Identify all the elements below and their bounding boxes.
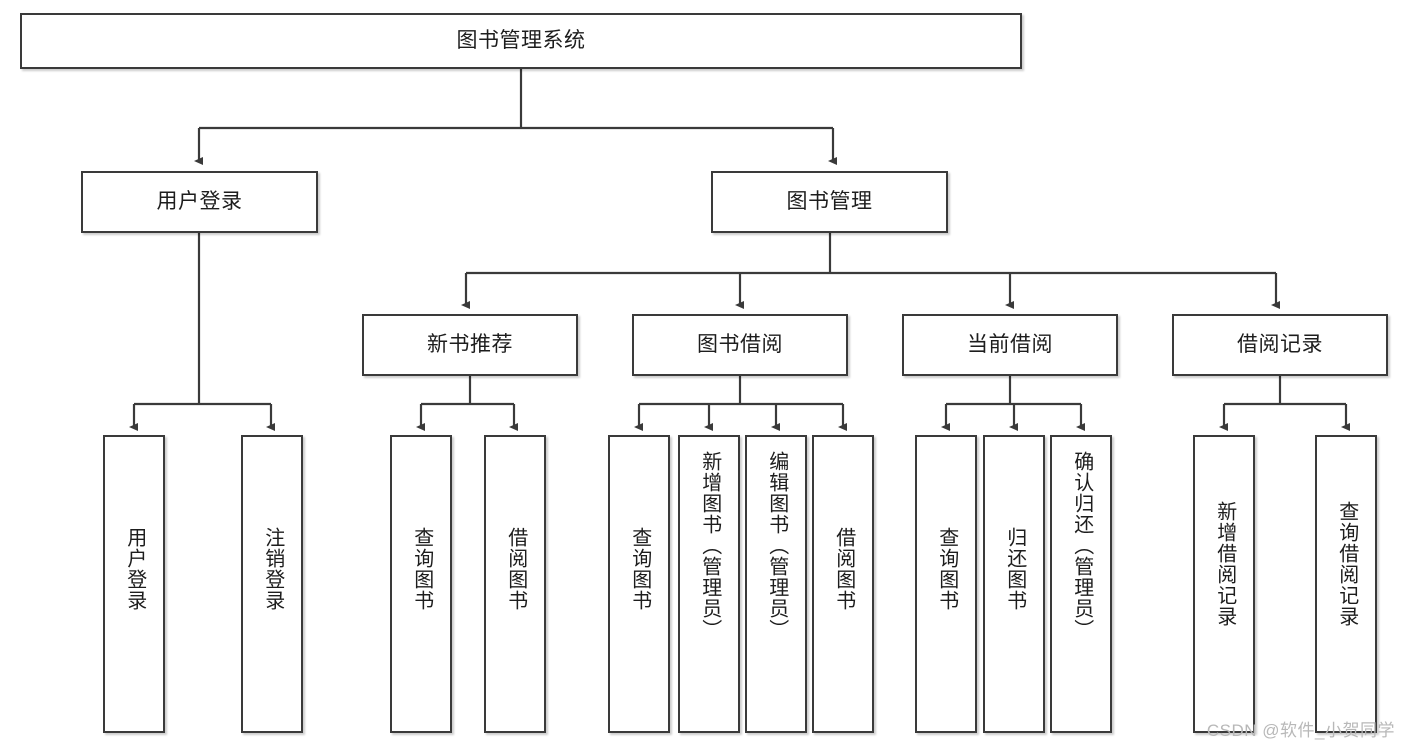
node-label: 图书借阅 <box>697 333 783 357</box>
leaf-query-book-recommend[interactable]: 查询图书 <box>390 435 452 733</box>
leaf-logout[interactable]: 注销登录 <box>241 435 303 733</box>
node-label: 图书管理系统 <box>456 29 586 53</box>
node-label: 确认归还（管理员） <box>1070 451 1093 640</box>
node-label: 借阅记录 <box>1237 333 1323 357</box>
leaf-return-book[interactable]: 归还图书 <box>983 435 1045 733</box>
leaf-query-borrow-record[interactable]: 查询借阅记录 <box>1315 435 1377 733</box>
node-root-book-management-system[interactable]: 图书管理系统 <box>20 13 1022 69</box>
leaf-query-book-borrowing[interactable]: 查询图书 <box>608 435 670 733</box>
node-label: 新书推荐 <box>427 333 513 357</box>
node-label: 查询借阅记录 <box>1335 501 1358 627</box>
leaf-query-book-current[interactable]: 查询图书 <box>915 435 977 733</box>
node-label: 编辑图书（管理员） <box>765 451 788 640</box>
node-label: 用户登录 <box>123 527 146 611</box>
csdn-watermark: CSDN @软件_小贺同学 <box>1206 721 1395 740</box>
node-label: 新增图书（管理员） <box>698 451 721 640</box>
node-label: 借阅图书 <box>832 527 855 611</box>
node-borrowing-records[interactable]: 借阅记录 <box>1172 314 1388 376</box>
node-label: 查询图书 <box>628 527 651 611</box>
node-current-borrowing[interactable]: 当前借阅 <box>902 314 1118 376</box>
leaf-user-login[interactable]: 用户登录 <box>103 435 165 733</box>
node-label: 用户登录 <box>156 190 243 214</box>
node-label: 查询图书 <box>935 527 958 611</box>
leaf-edit-book-admin[interactable]: 编辑图书（管理员） <box>745 435 807 733</box>
node-label: 当前借阅 <box>967 333 1053 357</box>
node-book-borrowing[interactable]: 图书借阅 <box>632 314 848 376</box>
node-new-book-recommendation[interactable]: 新书推荐 <box>362 314 578 376</box>
node-label: 注销登录 <box>261 527 284 611</box>
node-label: 查询图书 <box>410 527 433 611</box>
node-user-login[interactable]: 用户登录 <box>81 171 318 233</box>
leaf-add-book-admin[interactable]: 新增图书（管理员） <box>678 435 740 733</box>
node-book-management[interactable]: 图书管理 <box>711 171 948 233</box>
leaf-borrow-book-borrowing[interactable]: 借阅图书 <box>812 435 874 733</box>
leaf-confirm-return-admin[interactable]: 确认归还（管理员） <box>1050 435 1112 733</box>
leaf-add-borrow-record[interactable]: 新增借阅记录 <box>1193 435 1255 733</box>
node-label: 新增借阅记录 <box>1213 501 1236 627</box>
leaf-borrow-book-recommend[interactable]: 借阅图书 <box>484 435 546 733</box>
node-label: 归还图书 <box>1003 527 1026 611</box>
node-label: 图书管理 <box>786 190 873 214</box>
node-label: 借阅图书 <box>504 527 527 611</box>
